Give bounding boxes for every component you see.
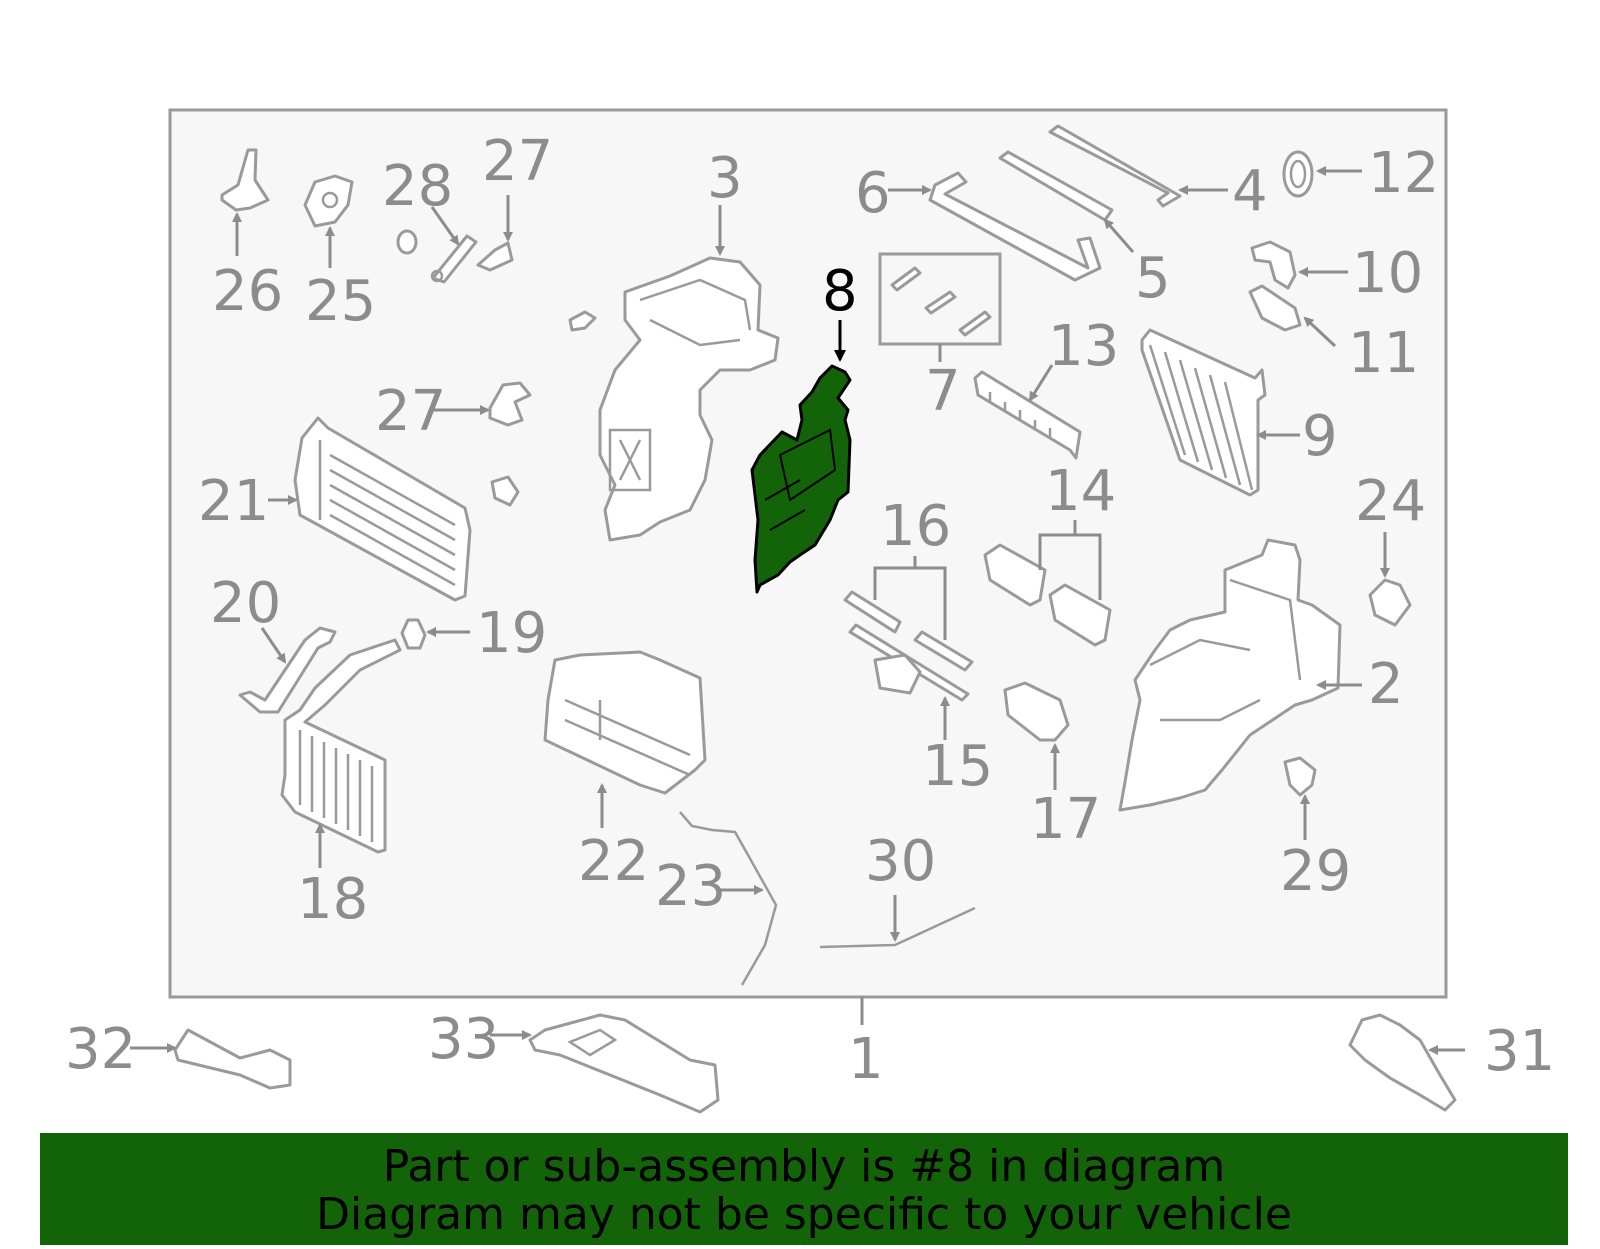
label-12: 12: [1368, 141, 1439, 206]
part-5-seal[interactable]: [998, 150, 1114, 222]
banner-line-1: Part or sub-assembly is #8 in diagram: [382, 1141, 1226, 1192]
part-19-gasket[interactable]: [400, 618, 427, 650]
part-27-clip-mid[interactable]: [488, 381, 532, 427]
part-28-clip[interactable]: [396, 229, 478, 284]
label-11: 11: [1348, 321, 1419, 386]
part-3-case-upper[interactable]: [568, 256, 780, 542]
label-32: 32: [65, 1017, 136, 1082]
label-24: 24: [1355, 469, 1426, 534]
label-2: 2: [1368, 652, 1404, 717]
label-30: 30: [865, 829, 936, 894]
part-10-hose[interactable]: [1250, 240, 1297, 290]
part-13-door[interactable]: [973, 370, 1082, 460]
part-12-grommet[interactable]: [1282, 150, 1314, 198]
part-27-clip-top[interactable]: [476, 241, 514, 272]
part-30-tube[interactable]: [819, 906, 976, 949]
part-4-seal[interactable]: [1048, 124, 1182, 208]
part-15-door[interactable]: [848, 623, 970, 702]
part-26-bracket[interactable]: [220, 148, 270, 212]
label-8: 8: [822, 259, 858, 324]
part-16-doors[interactable]: [843, 590, 974, 672]
label-9: 9: [1302, 404, 1338, 469]
part-2-case-lower[interactable]: [1118, 538, 1342, 812]
label-5: 5: [1135, 246, 1171, 311]
part-22-housing[interactable]: [543, 650, 707, 795]
label-25: 25: [305, 269, 376, 334]
label-27-mid: 27: [375, 379, 446, 444]
part-33-duct[interactable]: [528, 1013, 720, 1114]
label-3: 3: [707, 146, 743, 211]
label-20: 20: [210, 571, 281, 636]
part-29-actuator[interactable]: [1283, 756, 1317, 797]
part-clip-small[interactable]: [490, 475, 520, 507]
banner-line-2: Diagram may not be specific to your vehi…: [316, 1189, 1292, 1240]
label-4: 4: [1232, 159, 1268, 224]
label-15: 15: [922, 734, 993, 799]
part-14-doors[interactable]: [983, 543, 1112, 647]
label-1: 1: [848, 1027, 884, 1092]
label-7: 7: [925, 359, 961, 424]
part-18-heater-core[interactable]: [280, 638, 402, 854]
label-14: 14: [1045, 459, 1116, 524]
label-28: 28: [382, 154, 453, 219]
part-9-filter[interactable]: [1140, 328, 1267, 497]
part-6-gasket[interactable]: [928, 171, 1102, 282]
label-21: 21: [198, 469, 269, 534]
label-26: 26: [212, 259, 283, 324]
label-31: 31: [1484, 1019, 1555, 1084]
part-25-grommet[interactable]: [303, 174, 354, 228]
label-33: 33: [428, 1007, 499, 1072]
part-32-duct[interactable]: [173, 1028, 292, 1090]
label-6: 6: [855, 161, 891, 226]
label-22: 22: [578, 829, 649, 894]
part-23-drain-hose[interactable]: [679, 811, 778, 986]
part-17-door[interactable]: [1003, 681, 1070, 742]
label-16: 16: [880, 494, 951, 559]
label-23: 23: [655, 854, 726, 919]
part-11-hose[interactable]: [1248, 284, 1302, 332]
assembly-frame: [168, 108, 1448, 999]
label-29: 29: [1280, 839, 1351, 904]
label-10: 10: [1352, 241, 1423, 306]
label-19: 19: [476, 601, 547, 666]
part-24-actuator[interactable]: [1368, 578, 1412, 627]
label-27-top: 27: [482, 129, 553, 194]
label-13: 13: [1048, 314, 1119, 379]
part-8-highlighted[interactable]: [750, 364, 852, 594]
part-20-tube[interactable]: [238, 626, 337, 714]
info-banner: Part or sub-assembly is #8 in diagram Di…: [40, 1133, 1568, 1245]
label-18: 18: [297, 867, 368, 932]
label-17: 17: [1030, 787, 1101, 852]
part-31-duct[interactable]: [1348, 1013, 1457, 1112]
